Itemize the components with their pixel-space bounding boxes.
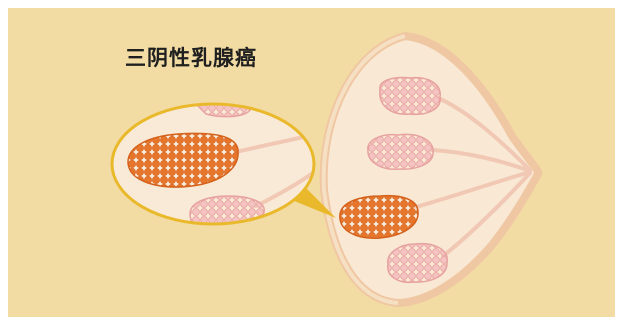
zoom-callout [112,95,320,232]
zoom-lobule [190,196,264,232]
lobule-cluster-1 [380,78,440,115]
lobule-cluster-3 [388,244,447,283]
lobule-cluster-2 [368,134,433,169]
